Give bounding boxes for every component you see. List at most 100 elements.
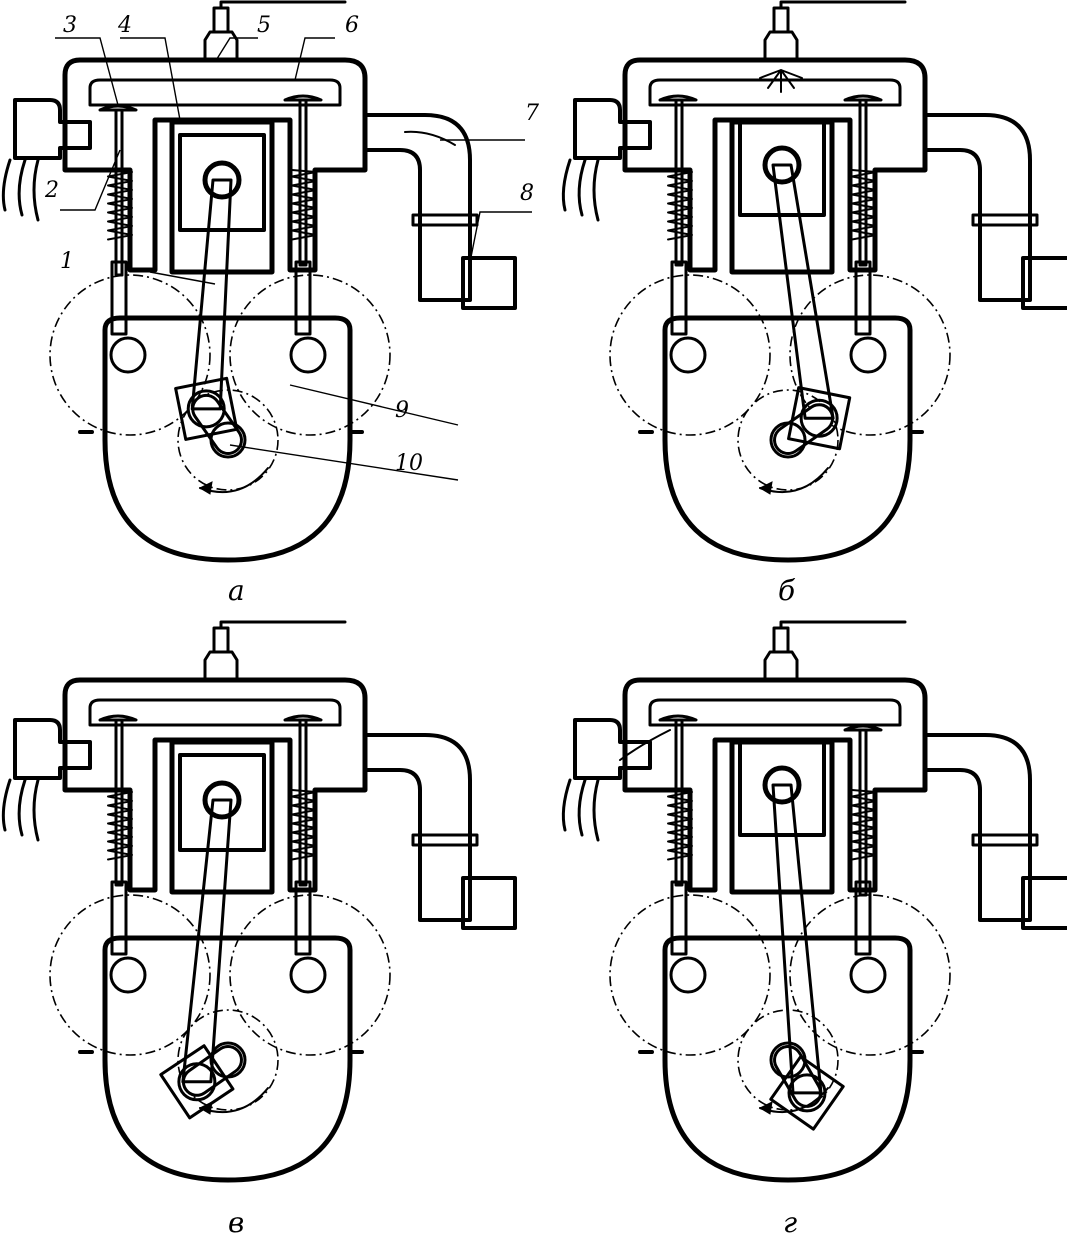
intake-valve-spring	[107, 169, 133, 241]
spark-plug	[763, 0, 907, 62]
connecting-rod	[771, 163, 835, 420]
cam-gear-right	[229, 894, 391, 1056]
rotation-arrowhead	[758, 1101, 773, 1115]
flow-arrow	[619, 729, 671, 761]
exhaust-valve-spring	[851, 789, 877, 861]
crank-gear	[177, 1009, 279, 1111]
spark-plug	[203, 0, 347, 62]
flow-arrow	[404, 130, 456, 146]
combustion-chamber	[648, 78, 902, 107]
piston	[738, 118, 826, 217]
exhaust-clamp	[411, 833, 479, 847]
callout-7: 7	[525, 101, 539, 126]
exhaust-cam	[849, 336, 887, 374]
exhaust-tappet	[294, 260, 312, 336]
cylinder-bore	[729, 119, 835, 275]
crankcase	[102, 315, 353, 563]
cylinder-bore	[169, 739, 275, 895]
intake-tappet	[110, 260, 128, 336]
callout-6: 6	[345, 13, 359, 38]
piston	[738, 738, 826, 837]
callout-9: 9	[395, 398, 409, 423]
intake-valve-spring	[107, 789, 133, 861]
intake-hose	[561, 158, 600, 222]
callout-3: 3	[63, 13, 77, 38]
rod-big-end	[769, 1055, 845, 1131]
spark-plug	[203, 620, 347, 682]
cam-gear-right	[789, 274, 951, 436]
exhaust-tappet	[294, 880, 312, 956]
cylinder-bore	[169, 119, 275, 275]
piston-pin	[202, 780, 242, 820]
exhaust-pipe	[923, 113, 1032, 302]
panel-exhaust-stroke	[561, 620, 1067, 1183]
intake-cam	[109, 336, 147, 374]
callout-leaders	[55, 37, 532, 481]
rotation-arrowhead	[758, 481, 773, 495]
exhaust-valve-spring	[851, 169, 877, 241]
rod-big-end	[174, 376, 239, 441]
exhaust-clamp	[971, 833, 1039, 847]
spark-flash	[759, 69, 803, 93]
crankcase	[662, 935, 913, 1183]
piston	[178, 133, 266, 232]
crankshaft	[769, 421, 807, 459]
exhaust-tappet	[854, 260, 872, 336]
cam-gear-right	[789, 894, 951, 1056]
crank-gear	[737, 389, 839, 491]
crank-pin	[177, 1062, 217, 1102]
exhaust-valve-spring	[291, 789, 317, 861]
muffler-box	[461, 256, 517, 310]
panel-compression-stroke	[561, 0, 1067, 563]
intake-valve-spring	[667, 169, 693, 241]
connecting-rod	[181, 798, 233, 1084]
crankcase	[102, 935, 353, 1183]
exhaust-pipe	[363, 733, 472, 922]
crank-pin	[186, 389, 226, 429]
rotation-arrowhead	[198, 1101, 213, 1115]
intake-hose	[561, 778, 600, 842]
exhaust-clamp	[411, 213, 479, 227]
exhaust-cam	[289, 956, 327, 994]
callout-1: 1	[60, 249, 74, 274]
exhaust-pipe	[363, 113, 472, 302]
exhaust-cam	[849, 956, 887, 994]
cylinder-bore	[729, 739, 835, 895]
callout-2: 2	[44, 178, 59, 203]
intake-cam	[669, 956, 707, 994]
muffler-box	[461, 876, 517, 930]
caption-b: б	[778, 574, 796, 607]
cam-gear-left	[609, 274, 771, 436]
intake-hose	[1, 778, 40, 842]
connecting-rod	[771, 783, 823, 1095]
cam-gear-left	[49, 894, 211, 1056]
intake-tappet	[670, 260, 688, 336]
callout-5: 5	[257, 13, 271, 38]
piston-pin	[202, 160, 242, 200]
connecting-rod	[190, 178, 233, 411]
spark-plug	[763, 620, 907, 682]
piston-pin	[762, 765, 802, 805]
exhaust-cam	[289, 336, 327, 374]
crankcase	[662, 315, 913, 563]
rod-big-end	[787, 386, 852, 451]
intake-cam	[669, 336, 707, 374]
intake-manifold	[573, 98, 652, 161]
crankshaft	[209, 421, 247, 459]
combustion-chamber	[88, 698, 342, 727]
muffler-box	[1021, 256, 1067, 310]
intake-valve-spring	[667, 789, 693, 861]
intake-manifold	[13, 718, 92, 780]
exhaust-valve-spring	[291, 169, 317, 241]
piston-pin	[762, 145, 802, 185]
caption-g: г	[783, 1206, 797, 1239]
combustion-chamber	[648, 698, 902, 727]
crank-pin	[799, 398, 839, 438]
cam-gear-right	[229, 274, 391, 436]
callout-8: 8	[520, 181, 534, 206]
intake-tappet	[670, 880, 688, 956]
intake-hose	[1, 158, 40, 222]
muffler-box	[1021, 876, 1067, 930]
exhaust-tappet	[854, 880, 872, 956]
